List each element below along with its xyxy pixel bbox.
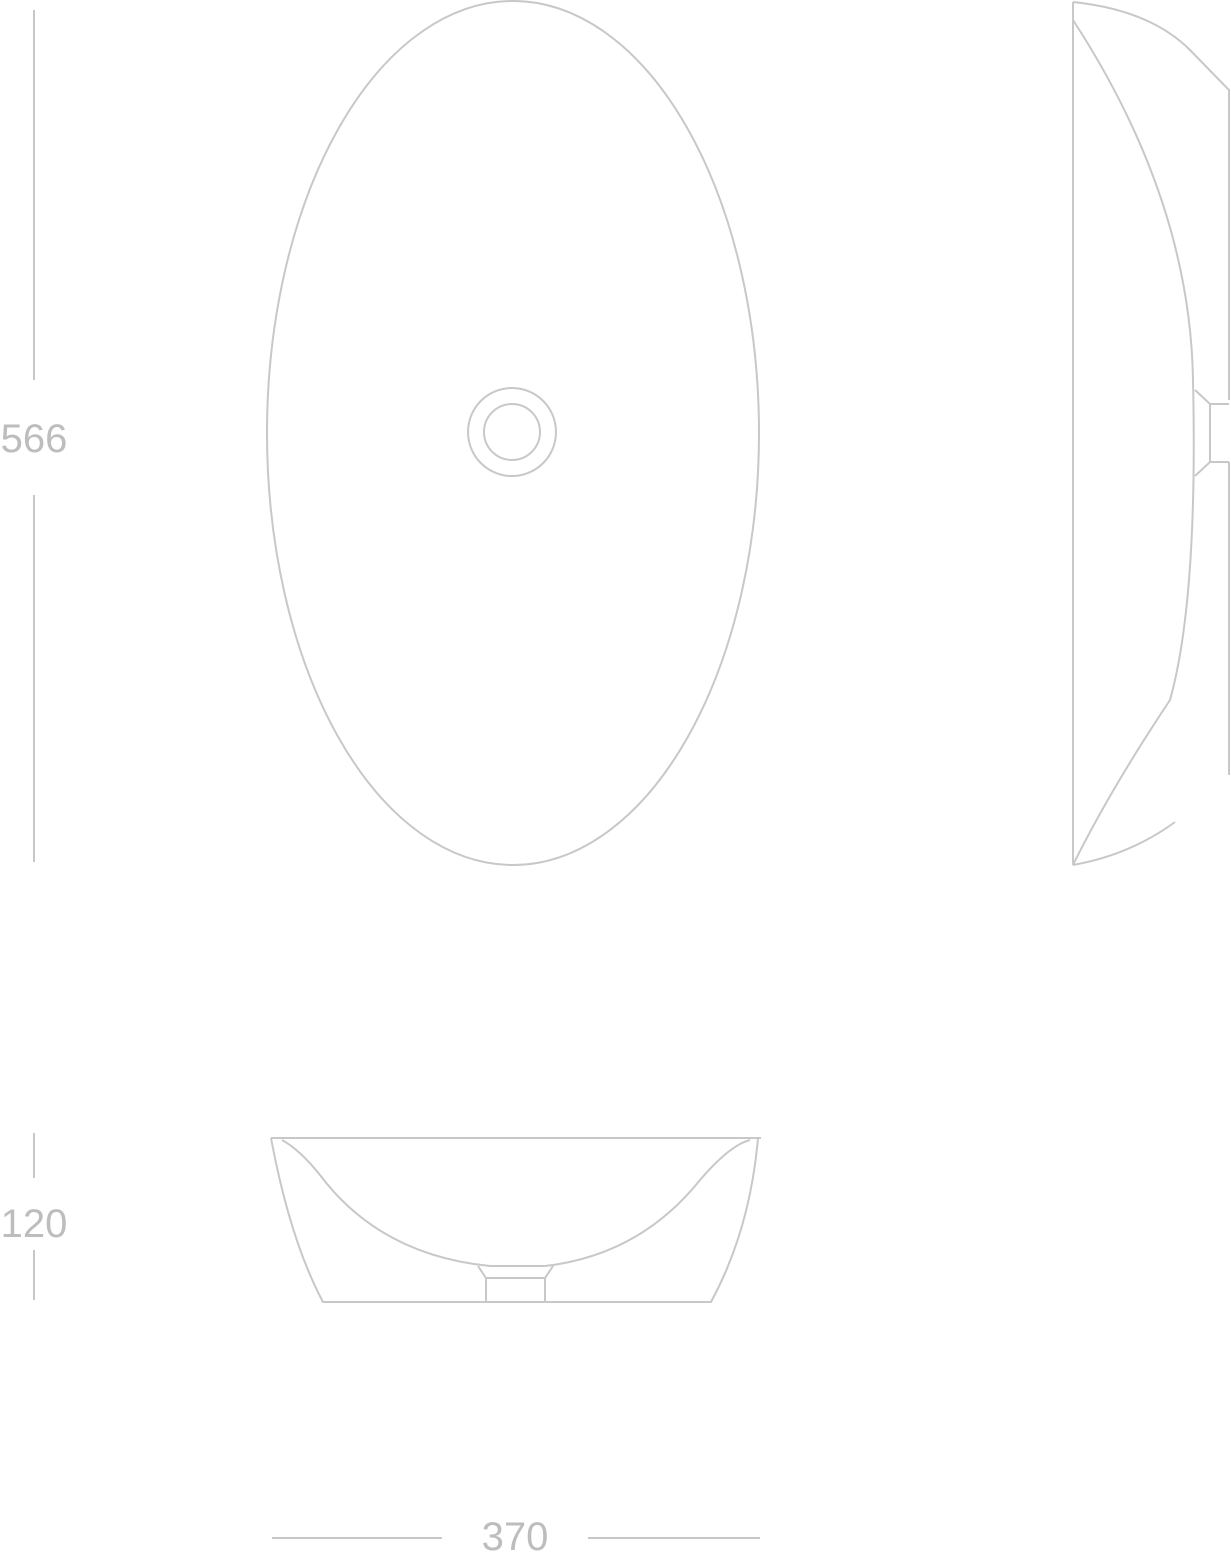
front-section-view (270, 1137, 761, 1303)
dimension-width: 370 (272, 1515, 760, 1554)
side-view (1072, 1, 1230, 866)
section-inner-bowl (281, 1139, 751, 1267)
dimension-length: 566 (1, 10, 68, 862)
side-view-top-curve (1072, 1, 1230, 400)
side-view-drain (1072, 389, 1230, 866)
dimension-length-label: 566 (1, 417, 68, 461)
top-view (266, 0, 760, 866)
section-outer (270, 1137, 759, 1303)
side-view-profile (1072, 19, 1195, 866)
drain-outer-ring (467, 387, 557, 477)
dimension-height: 120 (1, 1133, 68, 1300)
dimension-height-label: 120 (1, 1202, 68, 1246)
dimension-width-label: 370 (482, 1515, 549, 1554)
section-drain (477, 1265, 554, 1302)
basin-outline (266, 0, 760, 866)
drain-inner-ring (483, 403, 541, 461)
